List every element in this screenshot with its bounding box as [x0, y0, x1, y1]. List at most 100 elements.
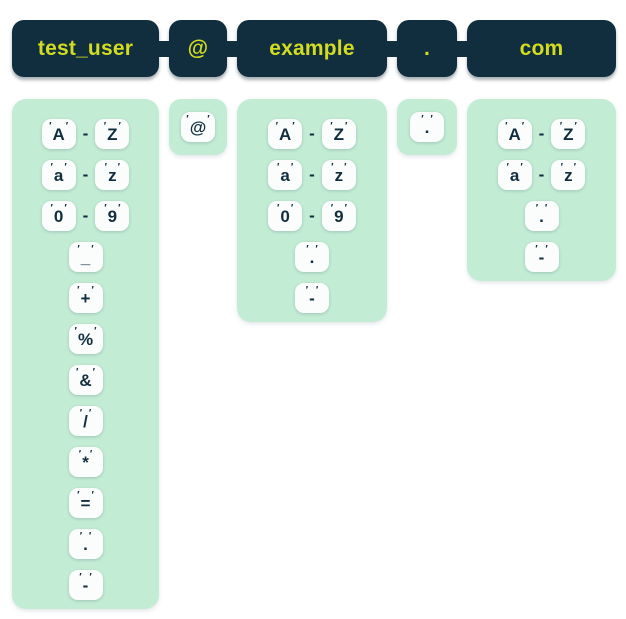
- char-glyph: A: [52, 124, 65, 144]
- charset-panel-2: ′A′-′Z′′a′-′z′′0′-′9′′.′′-′: [237, 99, 387, 322]
- char-glyph: a: [280, 165, 290, 185]
- close-quote-mark: ′: [64, 203, 67, 214]
- close-quote-mark: ′: [91, 244, 94, 255]
- open-quote-mark: ′: [103, 121, 107, 132]
- char-glyph: a: [509, 165, 520, 185]
- char-glyph: 0: [280, 206, 290, 226]
- char-token: ′.′: [68, 529, 103, 559]
- char-token: ′&′: [68, 365, 103, 395]
- char-range: ′A′-′Z′: [41, 119, 130, 149]
- open-quote-mark: ′: [104, 162, 108, 173]
- char-glyph: .: [309, 247, 315, 267]
- close-quote-mark: ′: [344, 203, 347, 214]
- char-glyph: 9: [107, 206, 118, 226]
- char-token: ′Z′: [321, 119, 356, 149]
- char-token: ′-′: [524, 242, 559, 272]
- close-quote-mark: ′: [94, 326, 97, 337]
- open-quote-mark: ′: [277, 203, 280, 214]
- char-token: ′z′: [95, 160, 130, 190]
- segment-label: @: [187, 37, 209, 60]
- close-quote-mark: ′: [430, 114, 433, 125]
- char-glyph: _: [80, 247, 91, 267]
- segment-box-0[interactable]: test_user: [12, 20, 159, 77]
- char-glyph: Z: [333, 124, 345, 144]
- close-quote-mark: ′: [65, 121, 69, 132]
- range-dash: -: [538, 164, 545, 184]
- open-quote-mark: ′: [277, 162, 280, 173]
- open-quote-mark: ′: [330, 121, 333, 132]
- char-token: ′*′: [68, 447, 103, 477]
- char-token: ′@′: [181, 112, 215, 142]
- open-quote-mark: ′: [331, 162, 334, 173]
- char-glyph: z: [108, 165, 117, 185]
- char-token: ′+′: [68, 283, 103, 313]
- close-quote-mark: ′: [91, 285, 94, 296]
- char-glyph: =: [80, 493, 91, 513]
- char-token: ′%′: [68, 324, 103, 354]
- char-token: ′_′: [68, 242, 103, 272]
- char-range: ′0′-′9′: [268, 201, 356, 231]
- char-glyph: -: [82, 575, 89, 595]
- open-quote-mark: ′: [78, 449, 82, 460]
- char-token: ′.′: [410, 112, 444, 142]
- char-range: ′a′-′z′: [41, 160, 130, 190]
- char-token: ′a′: [268, 160, 303, 190]
- segment-box-2[interactable]: example: [237, 20, 387, 77]
- pattern-segment-cell: .: [397, 20, 467, 77]
- charset-row: ′A′-′Z′′a′-′z′′0′-′9′′_′′+′′%′′&′′/′′*′′…: [0, 99, 616, 609]
- open-quote-mark: ′: [49, 121, 52, 132]
- open-quote-mark: ′: [77, 244, 80, 255]
- charset-cell: ′.′: [397, 99, 457, 155]
- close-quote-mark: ′: [315, 285, 319, 296]
- range-dash: -: [538, 123, 545, 143]
- char-glyph: .: [424, 117, 430, 137]
- char-token: ′Z′: [551, 119, 586, 149]
- char-glyph: A: [279, 124, 292, 144]
- segment-box-4[interactable]: com: [467, 20, 616, 77]
- char-token: ′A′: [41, 119, 76, 149]
- char-token: ′=′: [68, 488, 103, 518]
- char-glyph: z: [564, 165, 573, 185]
- char-token: ′/′: [68, 406, 103, 436]
- open-quote-mark: ′: [560, 162, 564, 173]
- range-dash: -: [82, 123, 89, 143]
- charset-panel-3: ′.′: [397, 99, 457, 155]
- segment-label: com: [519, 37, 564, 60]
- char-range: ′a′-′z′: [268, 160, 356, 190]
- close-quote-mark: ′: [544, 203, 548, 214]
- open-quote-mark: ′: [79, 531, 83, 542]
- close-quote-mark: ′: [118, 203, 121, 214]
- charset-panel-4: ′A′-′Z′′a′-′z′′.′′-′: [467, 99, 616, 281]
- open-quote-mark: ′: [79, 408, 83, 419]
- close-quote-mark: ′: [207, 114, 210, 125]
- close-quote-mark: ′: [521, 121, 525, 132]
- segment-label: example: [269, 37, 355, 60]
- open-quote-mark: ′: [330, 203, 334, 214]
- close-quote-mark: ′: [91, 490, 94, 501]
- close-quote-mark: ′: [290, 162, 294, 173]
- open-quote-mark: ′: [74, 326, 77, 337]
- close-quote-mark: ′: [344, 162, 347, 173]
- char-range: ′a′-′z′: [497, 160, 586, 190]
- close-quote-mark: ′: [89, 449, 93, 460]
- segment-box-3[interactable]: .: [397, 20, 457, 77]
- open-quote-mark: ′: [421, 114, 424, 125]
- range-dash: -: [309, 205, 315, 225]
- close-quote-mark: ′: [88, 408, 92, 419]
- char-token: ′-′: [68, 570, 103, 600]
- char-range: ′A′-′Z′: [268, 119, 356, 149]
- charset-panel-0: ′A′-′Z′′a′-′z′′0′-′9′′_′′+′′%′′&′′/′′*′′…: [12, 99, 159, 609]
- char-glyph: z: [334, 165, 344, 185]
- segment-box-1[interactable]: @: [169, 20, 227, 77]
- char-glyph: Z: [563, 124, 574, 144]
- close-quote-mark: ′: [574, 121, 577, 132]
- char-token: ′-′: [295, 283, 329, 313]
- char-token: ′A′: [497, 119, 532, 149]
- close-quote-mark: ′: [92, 367, 96, 378]
- charset-cell: ′A′-′Z′′a′-′z′′0′-′9′′.′′-′: [237, 99, 387, 322]
- char-token: ′a′: [497, 160, 532, 190]
- close-quote-mark: ′: [520, 162, 523, 173]
- open-quote-mark: ′: [104, 203, 107, 214]
- range-dash: -: [309, 164, 315, 184]
